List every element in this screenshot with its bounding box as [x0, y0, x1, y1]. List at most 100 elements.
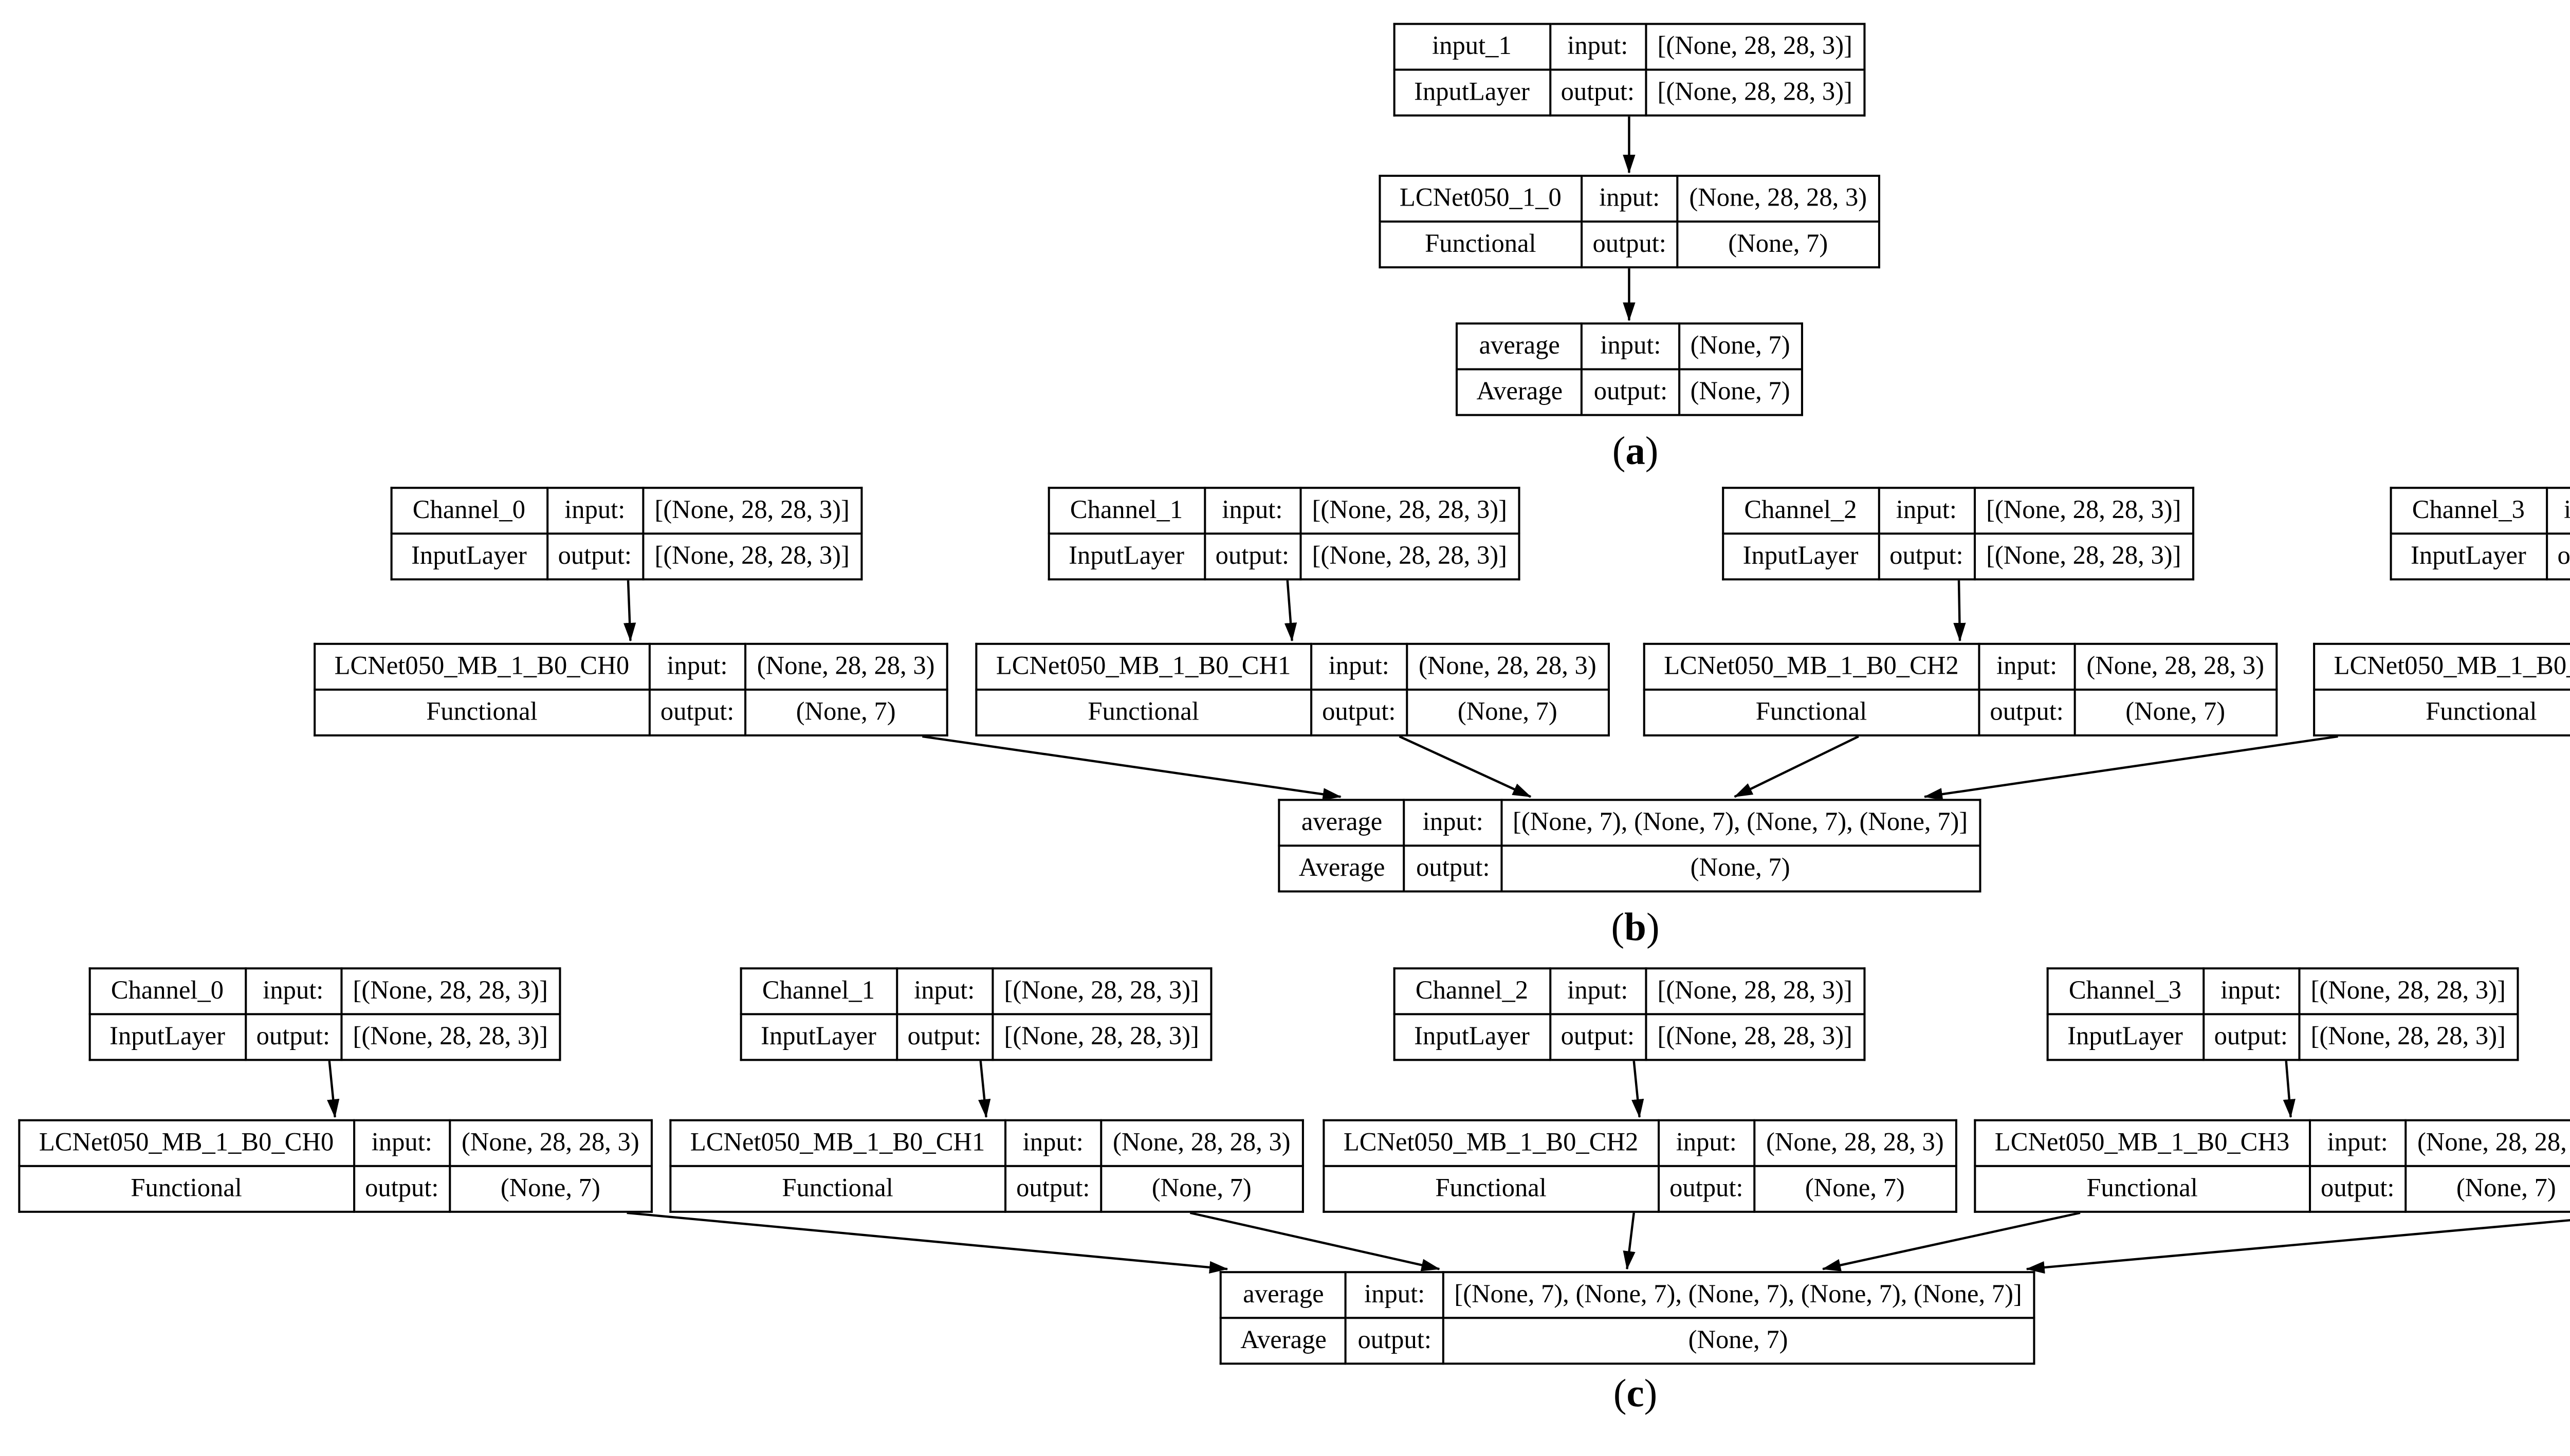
output-label: output: — [1003, 1165, 1103, 1213]
layer-type: Functional — [1974, 1165, 2310, 1213]
input-label: input: — [1548, 23, 1647, 71]
layer-name: Channel_3 — [2390, 487, 2547, 535]
layer-type: InputLayer — [88, 1013, 246, 1061]
panel-caption-b: (b) — [1611, 907, 1660, 953]
layer-name: LCNet050_MB_1_B0_CH0 — [18, 1119, 355, 1167]
output-label: output: — [2308, 1165, 2407, 1213]
output-label: output: — [244, 1013, 343, 1061]
output-label: output: — [1203, 532, 1302, 581]
output-label: output: — [1309, 688, 1408, 736]
edge-arrow — [2026, 1219, 2570, 1274]
output-label: output: — [648, 688, 747, 736]
input-label: input: — [895, 967, 994, 1016]
output-shape: (None, 7) — [1406, 688, 1609, 736]
input-shape: [(None, 28, 28, 3)] — [1299, 487, 1520, 535]
output-label: output: — [895, 1013, 994, 1061]
edge-arrow — [327, 1061, 340, 1118]
input-shape: (None, 28, 28, 3) — [2404, 1119, 2570, 1167]
input-label: input: — [1309, 642, 1408, 691]
input-shape: [(None, 28, 28, 3)] — [340, 967, 561, 1016]
layer-name: LCNet050_1_0 — [1379, 175, 1583, 223]
layer-type: InputLayer — [2390, 532, 2547, 581]
caption-paren-close: ) — [1646, 907, 1660, 951]
layer-name: Channel_1 — [740, 967, 897, 1016]
layer-type: Functional — [1643, 688, 1980, 736]
input-shape: (None, 28, 28, 3) — [744, 642, 947, 691]
input-shape: [(None, 28, 28, 3)] — [1973, 487, 2194, 535]
input-label: input: — [2201, 967, 2301, 1016]
input-shape: (None, 28, 28, 3) — [1406, 642, 1609, 691]
caption-letter: a — [1625, 430, 1645, 474]
edge-arrow — [1284, 580, 1297, 642]
layer-name: average — [1278, 799, 1406, 847]
output-label: output: — [1877, 532, 1976, 581]
output-label: output: — [1657, 1165, 1756, 1213]
edge-arrow — [623, 580, 636, 642]
layer-name: Channel_1 — [1048, 487, 1205, 535]
layer-name: LCNet050_MB_1_B0_CH0 — [314, 642, 650, 691]
output-label: output: — [1977, 688, 2077, 736]
caption-letter: c — [1626, 1373, 1644, 1417]
layer-name: LCNet050_MB_1_B0_CH1 — [669, 1119, 1006, 1167]
layer-type: Functional — [18, 1165, 355, 1213]
layer-name: LCNet050_MB_1_B0_CH2 — [1323, 1119, 1659, 1167]
output-shape: [(None, 28, 28, 3)] — [2298, 1013, 2519, 1061]
edge-arrow — [1623, 1212, 1636, 1270]
input-shape: (None, 28, 28, 3) — [449, 1119, 652, 1167]
layer-type: InputLayer — [740, 1013, 897, 1061]
panel-caption-c: (c) — [1613, 1373, 1657, 1419]
layer-type: InputLayer — [1393, 1013, 1551, 1061]
layer-name: Channel_0 — [390, 487, 548, 535]
input-label: input: — [244, 967, 343, 1016]
output-label: output: — [545, 532, 645, 581]
layer-type: InputLayer — [390, 532, 548, 581]
layer-name: average — [1219, 1271, 1348, 1319]
output-shape: (None, 7) — [1442, 1317, 2035, 1365]
input-label: input: — [1877, 487, 1976, 535]
input-label: input: — [2308, 1119, 2407, 1167]
layer-name: input_1 — [1393, 23, 1551, 71]
layer-name: LCNet050_MB_1_B0_CH3 — [2313, 642, 2570, 691]
layer-name: Channel_0 — [88, 967, 246, 1016]
edge-arrow — [2283, 1061, 2296, 1118]
layer-name: LCNet050_MB_1_B0_CH1 — [975, 642, 1312, 691]
input-shape: (None, 28, 28, 3) — [2074, 642, 2277, 691]
output-label: output: — [352, 1165, 451, 1213]
input-label: input: — [545, 487, 645, 535]
output-shape: (None, 7) — [1678, 368, 1803, 416]
input-label: input: — [1977, 642, 2077, 691]
layer-type: Functional — [1379, 220, 1583, 269]
layer-name: Channel_3 — [2046, 967, 2204, 1016]
input-shape: [(None, 7), (None, 7), (None, 7), (None,… — [1442, 1271, 2035, 1319]
caption-paren-close: ) — [1645, 430, 1659, 474]
output-shape: (None, 7) — [744, 688, 947, 736]
input-label: input: — [2545, 487, 2570, 535]
layer-type: Functional — [669, 1165, 1006, 1213]
output-label: output: — [1581, 368, 1680, 416]
input-shape: [(None, 28, 28, 3)] — [1645, 23, 1865, 71]
